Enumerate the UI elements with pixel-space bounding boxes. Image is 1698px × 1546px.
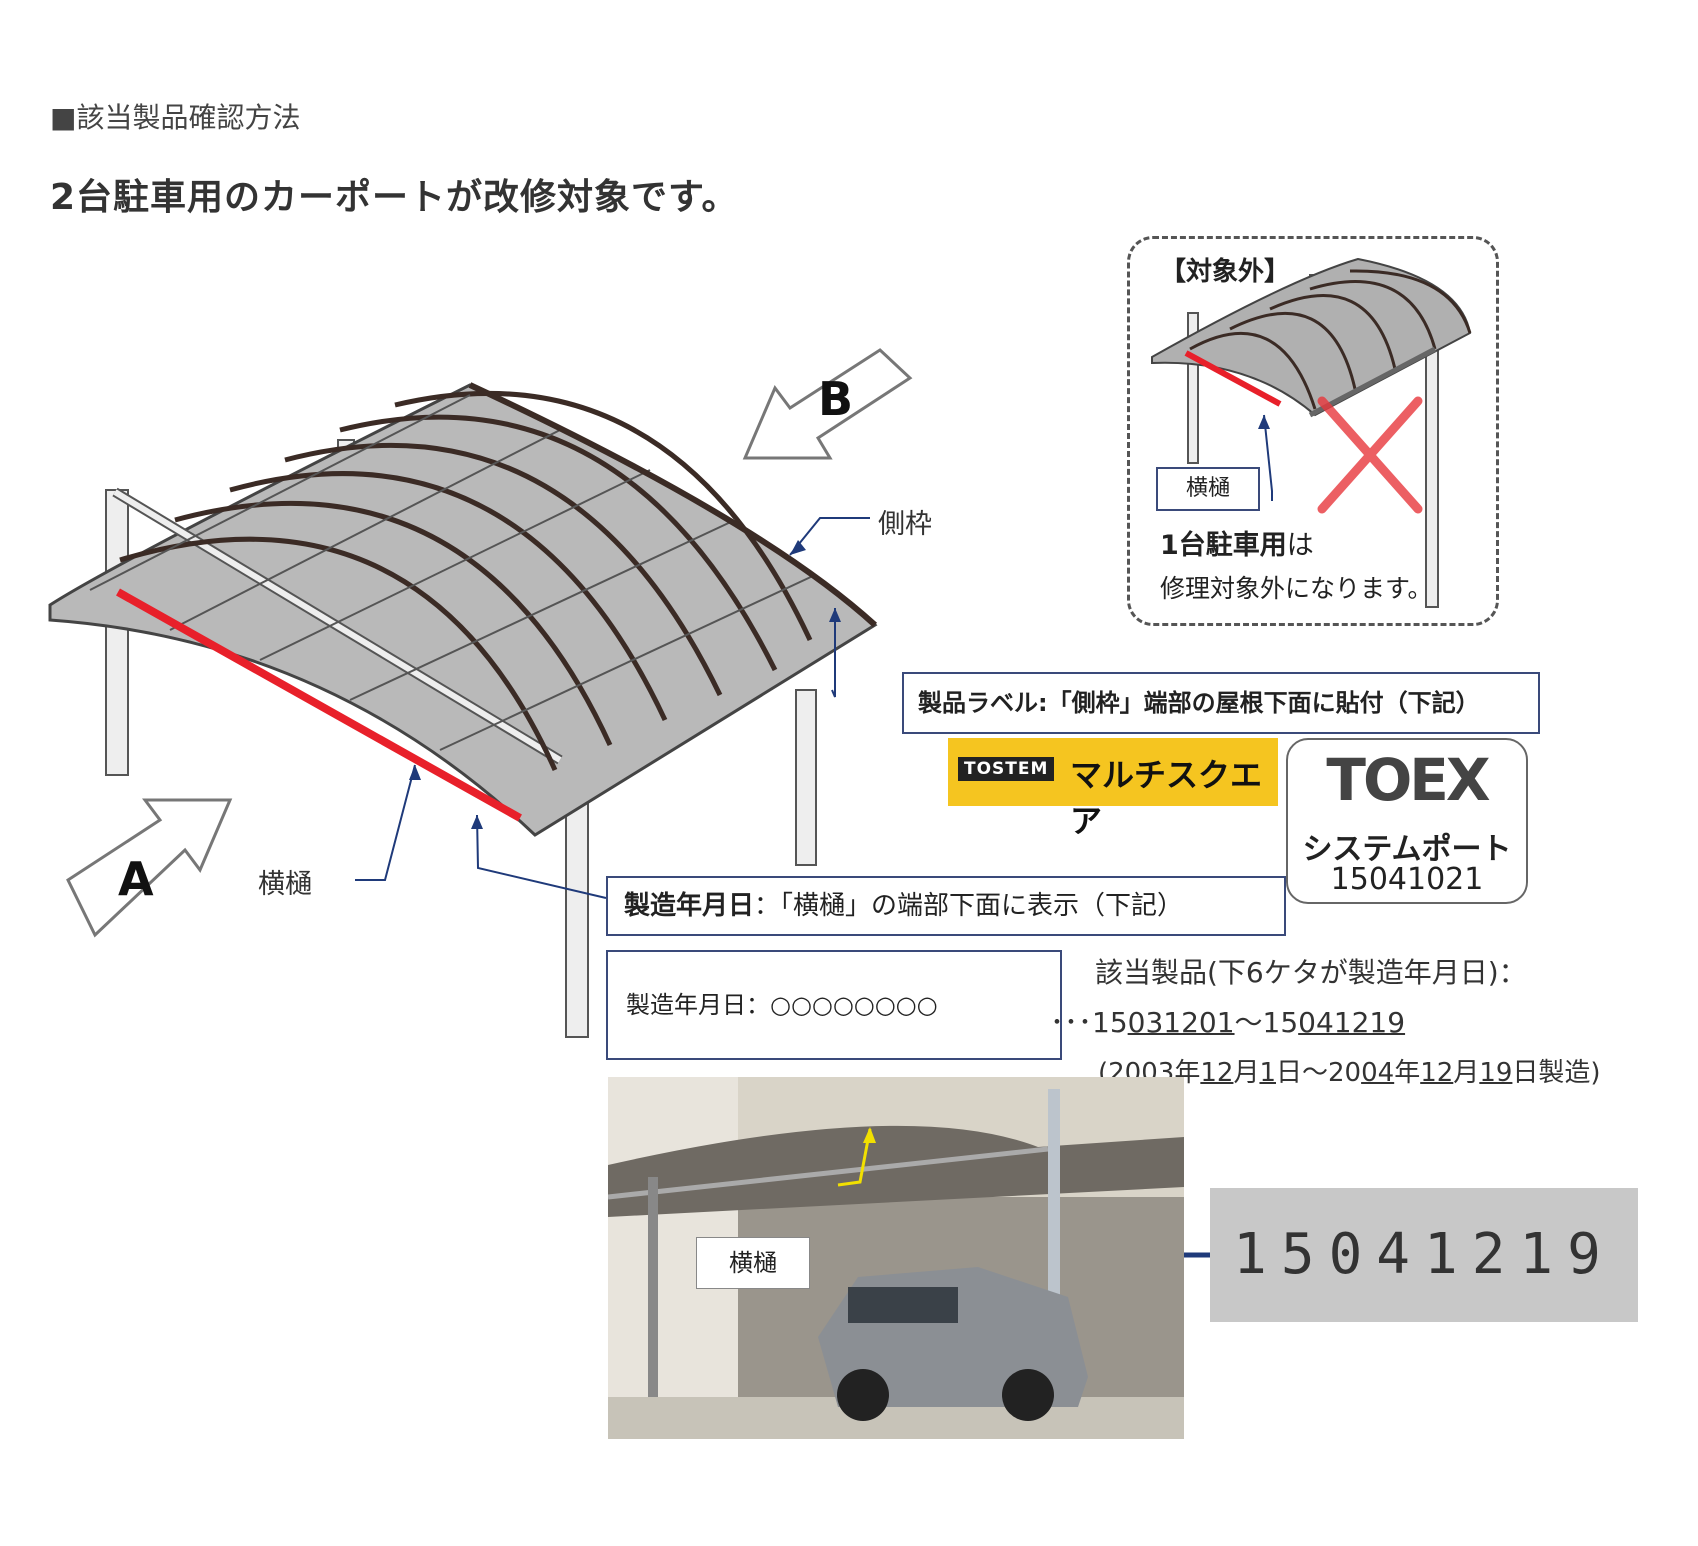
leader-product-label: [831, 608, 836, 698]
gutter-label: 横樋: [258, 869, 312, 900]
product-label-callout: 製品ラベル:「側枠」端部の屋根下面に貼付（下記）: [902, 672, 1540, 734]
excluded-x-mark: [1317, 396, 1423, 514]
section-heading: ■該当製品確認方法: [50, 101, 301, 134]
mfg-date-callout-rest: ：「横樋」の端部下面に表示（下記）: [754, 891, 1184, 921]
mfg-date-callout-bold: 製造年月日: [624, 891, 755, 921]
arrow-b-label: B: [818, 372, 854, 426]
roof-rafters: [119, 390, 813, 772]
date-stamp-closeup: 15041219: [1210, 1188, 1638, 1322]
result-line3-segment: 日～20: [1276, 1058, 1362, 1088]
excluded-panel: 【対象外】 横樋 1台駐車用は 修理対象外になります。: [1127, 236, 1499, 626]
result-line2: ･･･15031201～15041219: [1050, 998, 1601, 1048]
excluded-note-bold: 1台駐車用: [1160, 530, 1287, 561]
carport-photo: 横樋: [608, 1077, 1184, 1439]
single-carport-illustration: [1151, 257, 1472, 608]
result-line3-segment: 日製造): [1512, 1058, 1601, 1088]
toex-product-name: システムポート: [1302, 832, 1512, 867]
excluded-gutter-label: 横樋: [1156, 467, 1260, 511]
arrow-a-label: A: [118, 852, 154, 906]
result-range-start: 031201: [1127, 1006, 1235, 1039]
toex-badge: TOEX システムポート 15041021: [1286, 738, 1528, 904]
leader-mfg-date: [476, 814, 607, 899]
result-line2-mid: ～15: [1234, 1006, 1299, 1039]
page-subheading: 2台駐車用のカーポートが改修対象です。: [50, 177, 739, 218]
result-text: 該当製品(下6ケタが製造年月日)： ･･･15031201～15041219 (…: [1050, 948, 1601, 1098]
result-line3-segment: 12: [1420, 1058, 1454, 1088]
result-line3-segment: 19: [1479, 1058, 1513, 1088]
result-line3: (2003年12月1日～2004年12月19日製造): [1050, 1048, 1601, 1098]
result-line3-segment: 04: [1361, 1058, 1395, 1088]
excluded-title: 【対象外】: [1160, 257, 1291, 287]
result-line3-segment: 月: [1233, 1058, 1260, 1088]
mfg-date-callout: 製造年月日：「横樋」の端部下面に表示（下記）: [606, 876, 1286, 936]
gutter-highlight: [116, 588, 522, 822]
side-frame-label: 側枠: [878, 509, 932, 540]
arrowhead-mfg-date: [471, 815, 483, 829]
arrowhead-product-label: [829, 608, 841, 622]
tostem-product-name: マルチスクエア: [1070, 756, 1263, 840]
result-line3-segment: 12: [1200, 1058, 1234, 1088]
result-range-end: 041219: [1298, 1006, 1406, 1039]
result-line1: 該当製品(下6ケタが製造年月日)：: [1095, 956, 1527, 989]
tostem-badge: TOSTEM マルチスクエア: [948, 738, 1278, 840]
post-front-right: [795, 689, 817, 866]
post-left-back: [105, 489, 129, 776]
arrowhead-side-frame: [790, 540, 806, 555]
date-stamp-number: 15041219: [1233, 1222, 1615, 1287]
result-line3-segment: 1: [1259, 1058, 1276, 1088]
toex-logo: TOEX: [1326, 746, 1490, 814]
arrowhead-gutter: [409, 765, 421, 780]
result-line3-segment: 年: [1394, 1058, 1421, 1088]
photo-gutter-label: 横樋: [696, 1237, 810, 1289]
result-line2-prefix: ･･･15: [1050, 1006, 1128, 1039]
arrow-b: [742, 348, 913, 460]
excluded-note-line1: 1台駐車用は: [1160, 523, 1314, 562]
mfg-date-example-box: 製造年月日：○○○○○○○○: [606, 950, 1062, 1060]
tostem-logo: TOSTEM: [958, 757, 1055, 781]
result-line3-segment: 月: [1453, 1058, 1480, 1088]
roof-grid: [89, 394, 816, 751]
photo-scene: [608, 1077, 1184, 1439]
excluded-note-suffix: は: [1286, 530, 1314, 561]
excluded-note-line2: 修理対象外になります。: [1160, 574, 1433, 603]
leader-gutter: [355, 764, 416, 881]
arrow-a: [66, 798, 233, 938]
toex-product-code: 15041021: [1330, 862, 1484, 897]
side-frame: [468, 382, 878, 628]
